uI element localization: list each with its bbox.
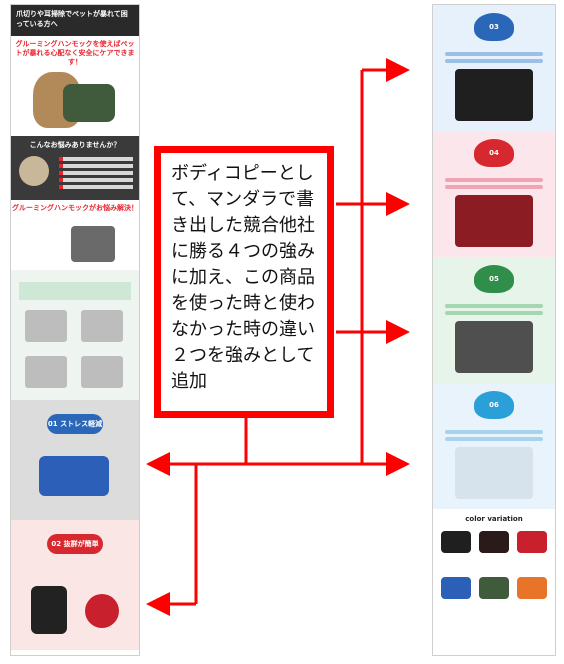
hammock-photo xyxy=(71,226,115,262)
mesh-image xyxy=(455,69,533,121)
lp-section-01: 01 ストレス軽減 xyxy=(11,400,139,520)
section-04-body xyxy=(445,175,543,192)
blue-hammock-image xyxy=(39,456,109,496)
lp-hero-text: グルーミングハンモックを使えばペットが暴れる心配なく安全にケアできます！ xyxy=(15,40,135,66)
swatch-blue xyxy=(441,577,471,599)
color-variation-title: color variation xyxy=(465,515,523,523)
rp-section-05: 05 xyxy=(433,257,555,383)
green-hammock-image xyxy=(63,84,115,122)
lp-hero: グルーミングハンモックを使えばペットが暴れる心配なく安全にケアできます！ xyxy=(11,36,139,136)
section-05-body xyxy=(445,301,543,318)
rp-section-03: 03 xyxy=(433,5,555,131)
callout-box: ボディコピーとして、マンダラで書き出した競合他社に勝る４つの強みに加え、この商品… xyxy=(154,146,334,418)
rp-section-04: 04 xyxy=(433,131,555,257)
washing-image xyxy=(455,447,533,499)
lp-usage-grid xyxy=(11,270,139,400)
lp-header: 爪切りや耳掃除でペットが暴れて困っている方へ xyxy=(11,5,139,36)
black-hammock-image xyxy=(31,586,67,634)
solve-title: グルーミングハンモックがお悩み解決！ xyxy=(12,204,138,212)
lp-worry-section: こんなお悩みありませんか？ xyxy=(11,136,139,200)
usage-photo xyxy=(25,310,67,342)
usage-photo xyxy=(25,356,67,388)
left-landing-page-strip: 爪切りや耳掃除でペットが暴れて困っている方へ グルーミングハンモックを使えばペッ… xyxy=(10,4,140,656)
swatch-black xyxy=(441,531,471,553)
section-02-badge: 02 抜群が簡単 xyxy=(47,534,103,554)
safety-image xyxy=(455,321,533,373)
section-03-body xyxy=(445,49,543,66)
usage-photo xyxy=(81,310,123,342)
section-03-badge: 03 xyxy=(474,13,514,41)
right-landing-page-strip: 03 04 05 06 color variation xyxy=(432,4,556,656)
color-variation-section: color variation xyxy=(433,509,555,629)
red-hook-image xyxy=(85,594,119,628)
section-06-badge: 06 xyxy=(474,391,514,419)
worry-checklist xyxy=(59,154,133,192)
section-01-badge: 01 ストレス軽減 xyxy=(47,414,103,434)
swatch-red xyxy=(517,531,547,553)
lp-section-02: 02 抜群が簡単 xyxy=(11,520,139,650)
swatch-green xyxy=(479,577,509,599)
swatch-orange xyxy=(517,577,547,599)
durability-image xyxy=(455,195,533,247)
cat-photo xyxy=(19,156,49,186)
lp-solve-section: グルーミングハンモックがお悩み解決！ xyxy=(11,200,139,270)
worry-title: こんなお悩みありませんか？ xyxy=(29,141,121,149)
section-05-badge: 05 xyxy=(474,265,514,293)
usage-banner xyxy=(19,282,131,300)
swatch-black-red xyxy=(479,531,509,553)
section-04-badge: 04 xyxy=(474,139,514,167)
section-06-body xyxy=(445,427,543,444)
rp-section-06: 06 xyxy=(433,383,555,509)
usage-photo xyxy=(81,356,123,388)
